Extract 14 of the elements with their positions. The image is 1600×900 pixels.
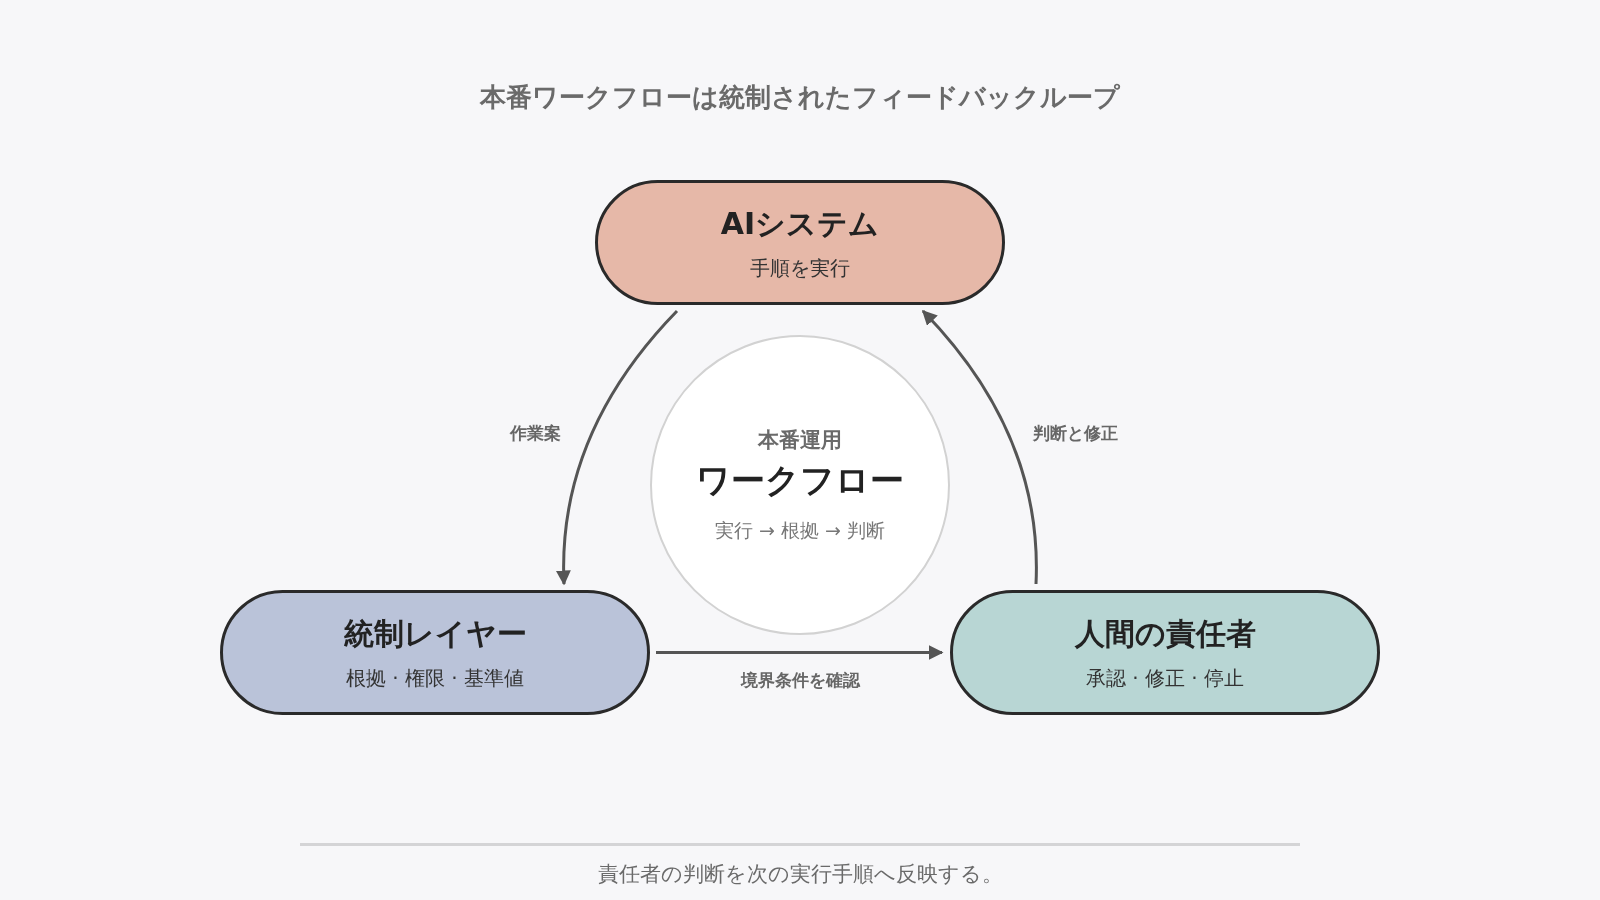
node-heading: 統制レイヤー	[343, 614, 527, 653]
caption: 責任者の判断を次の実行手順へ反映する。	[596, 861, 1004, 888]
hub-heading: ワークフロー	[696, 459, 904, 502]
hub-subtitle: 本番運用	[758, 427, 842, 454]
node-subtitle: 承認 · 修正 · 停止	[1085, 664, 1245, 692]
node-subtitle: 根拠 · 権限 · 基準値	[345, 664, 525, 692]
title: 本番ワークフローは統制されたフィードバックループ	[479, 81, 1121, 114]
node-subtitle: 手順を実行	[750, 254, 850, 282]
node-heading: 人間の責任者	[1074, 614, 1256, 653]
arrow	[556, 310, 679, 586]
arrow	[656, 645, 944, 660]
hub-caption: 実行 → 根拠 → 判断	[715, 518, 885, 543]
arrow	[921, 309, 1038, 584]
node-heading: AIシステム	[720, 204, 880, 243]
